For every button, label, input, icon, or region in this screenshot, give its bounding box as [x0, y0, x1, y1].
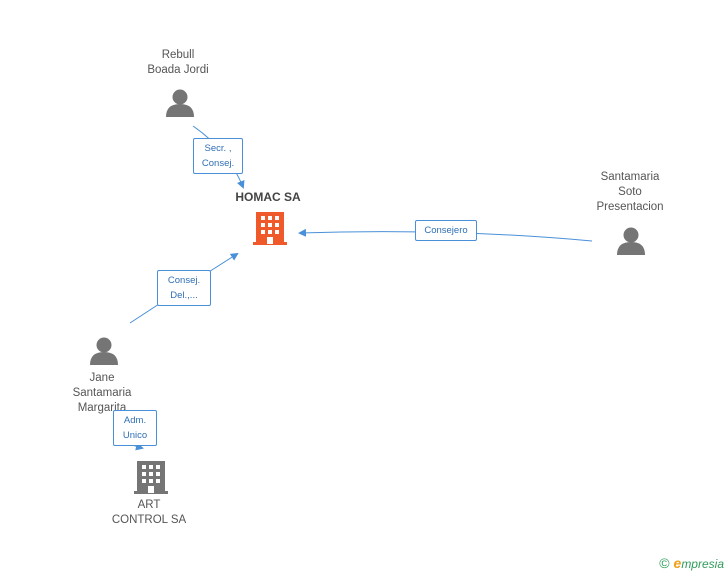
person-icon[interactable]	[617, 227, 645, 256]
edge-label-line: Consej.	[201, 158, 235, 169]
edge-label-line: Del.,...	[170, 290, 198, 301]
node-label-line: Santamaria	[600, 171, 660, 183]
footer-brand[interactable]: © empresia	[659, 555, 724, 571]
brand-logo-e: e	[673, 555, 682, 571]
copyright-icon: ©	[659, 555, 670, 571]
node-label-line: CONTROL SA	[111, 514, 187, 526]
building-icon[interactable]	[134, 461, 168, 494]
edge-label-soto-homac[interactable]: Consejero	[415, 220, 477, 241]
node-label-line: Rebull	[161, 49, 195, 61]
brand-logo: empresia	[674, 555, 724, 571]
edge-label-line: Secr. ,	[204, 143, 232, 154]
brand-logo-text: mpresia	[681, 557, 724, 571]
node-label-line: Jane	[89, 372, 115, 384]
node-label-line: Santamaria	[72, 387, 132, 399]
edge-label-line: Adm.	[123, 415, 147, 426]
person-icon[interactable]	[166, 89, 194, 118]
node-label-line: Presentacion	[596, 201, 664, 213]
building-icon-main[interactable]	[253, 212, 287, 245]
node-label-line: Boada Jordi	[147, 64, 209, 76]
edge-label-rebull-homac[interactable]: Secr. , Consej.	[193, 138, 243, 174]
edge-label-jane-homac[interactable]: Consej. Del.,...	[157, 270, 211, 306]
edge-label-line: Unico	[122, 430, 148, 441]
node-label-line: Soto	[618, 186, 642, 198]
node-label-rebull[interactable]: Rebull Boada Jordi	[138, 48, 218, 78]
edge-label-line: Consejero	[424, 225, 468, 236]
node-label-santamaria-soto[interactable]: Santamaria Soto Presentacion	[584, 170, 676, 215]
edge-label-line: Consej.	[167, 275, 201, 286]
node-label-line: HOMAC SA	[235, 190, 301, 204]
node-label-art-control[interactable]: ART CONTROL SA	[104, 498, 194, 528]
edge-label-jane-art[interactable]: Adm. Unico	[113, 410, 157, 446]
person-icon[interactable]	[90, 337, 118, 366]
node-label-line: ART	[137, 499, 161, 511]
node-label-homac[interactable]: HOMAC SA	[222, 190, 314, 205]
